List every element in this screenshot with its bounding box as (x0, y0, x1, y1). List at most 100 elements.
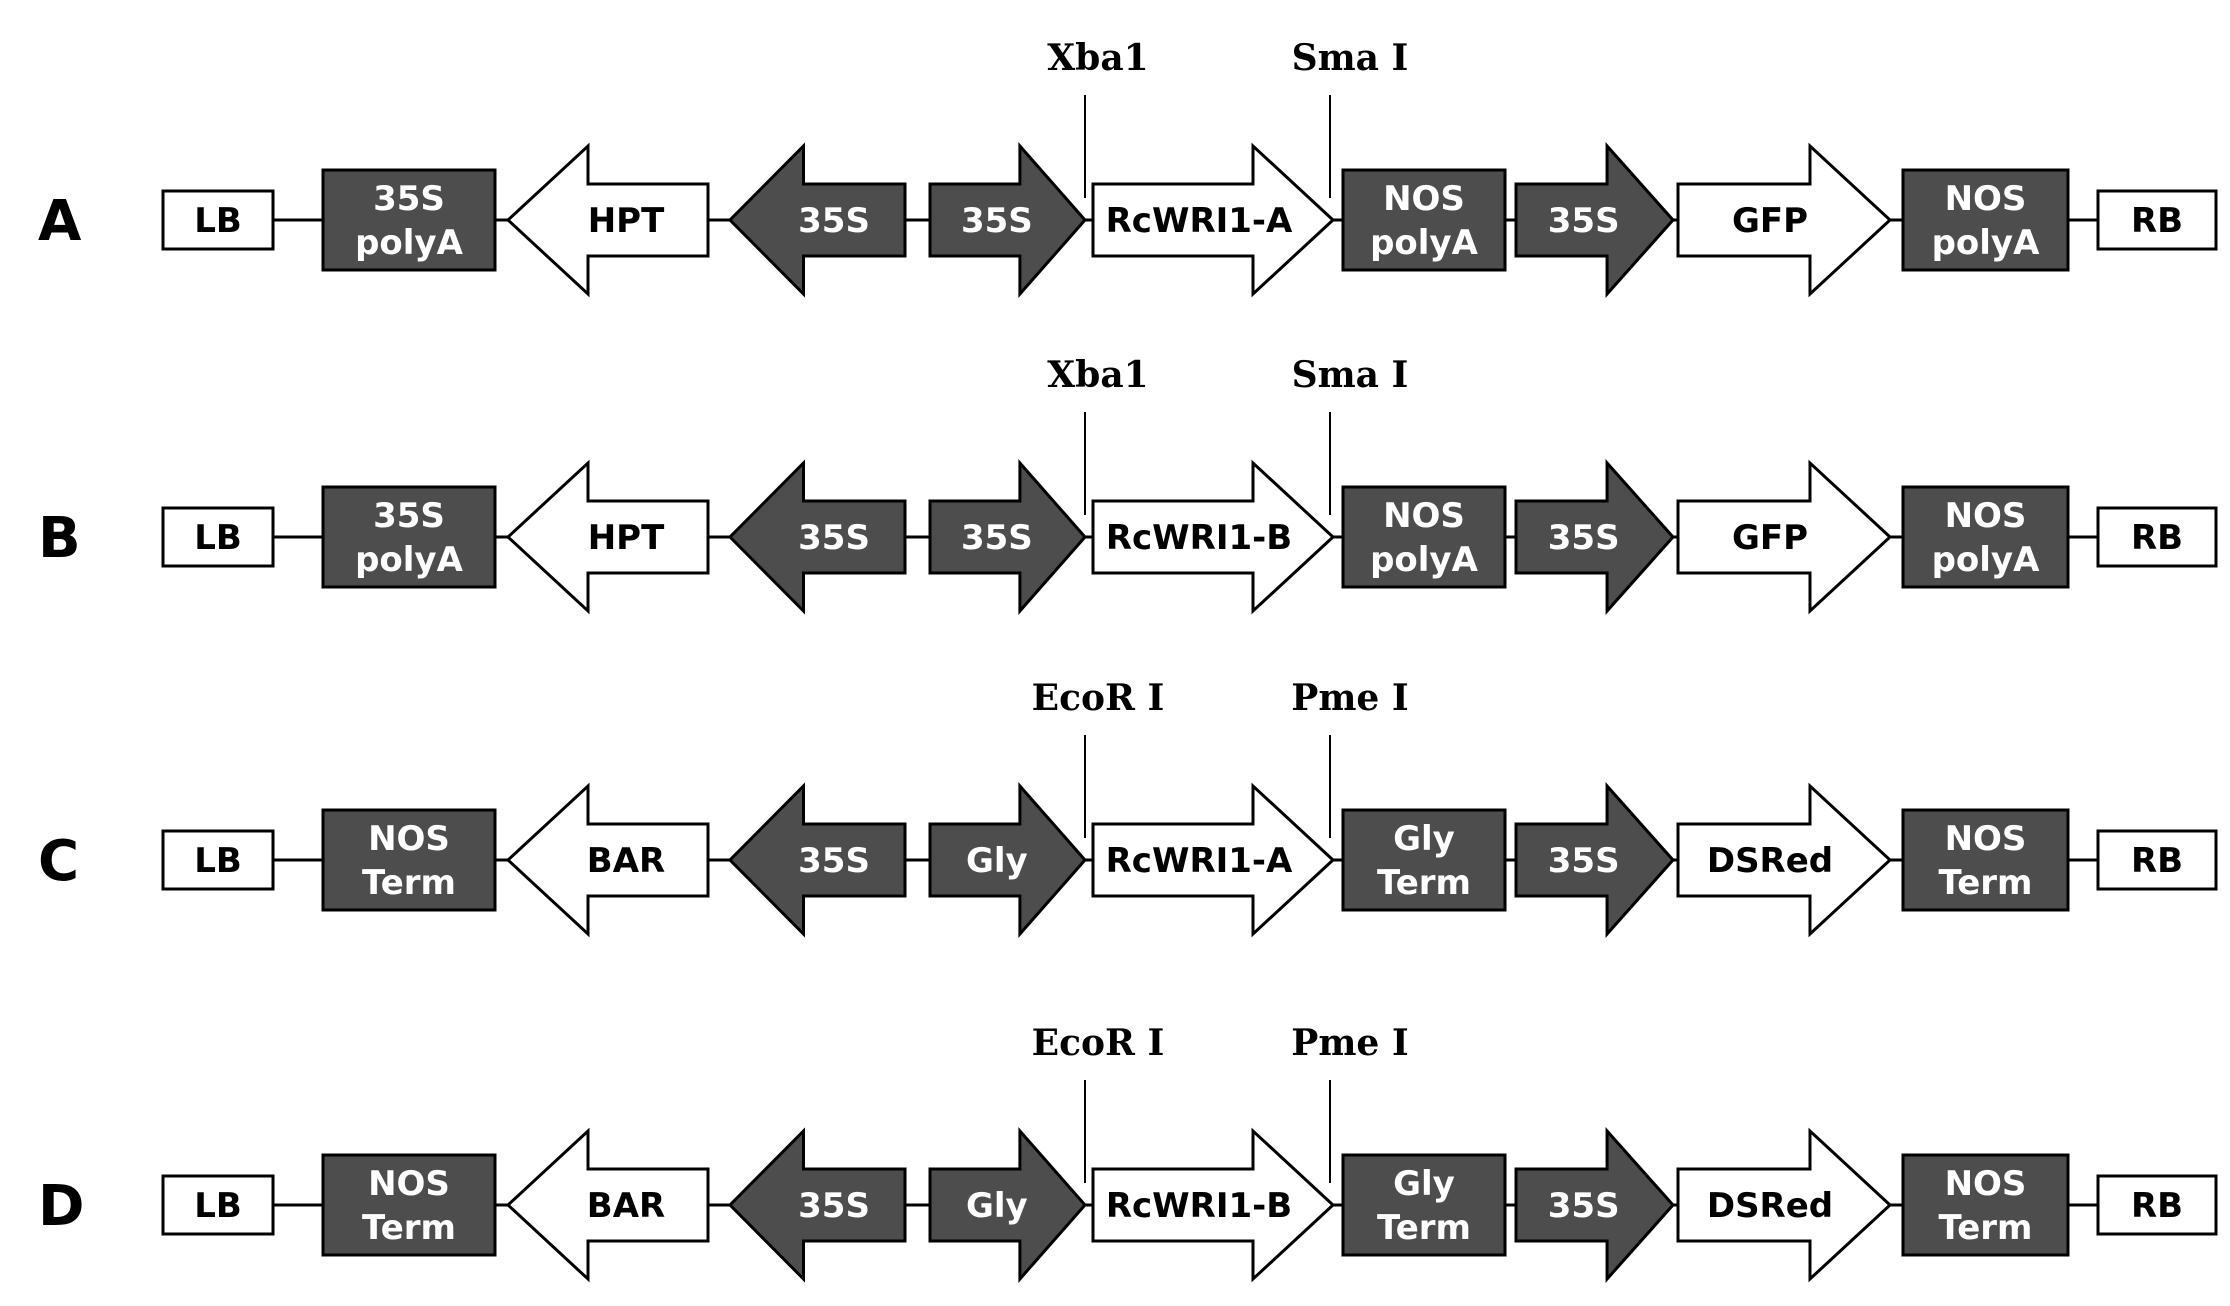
element-arrow (1514, 459, 1676, 615)
element-box (161, 829, 275, 891)
element-label: Gly (966, 1186, 1028, 1226)
restriction-site-label: Pme I (1291, 677, 1408, 719)
element-label: 35S (1548, 841, 1620, 881)
element-label: Term (1939, 1208, 2033, 1248)
element-label: NOS (1945, 496, 2027, 536)
element-label: Term (1939, 863, 2033, 903)
element-label: Term (362, 1208, 456, 1248)
element-box (1901, 1153, 2070, 1257)
element-label: LB (194, 841, 242, 881)
restriction-site-label: Sma I (1292, 37, 1409, 79)
element-label: RcWRI1-A (1106, 201, 1293, 241)
element-box (2096, 506, 2218, 568)
element-box (321, 1153, 497, 1257)
element-arrow (1676, 142, 1893, 298)
restriction-site-label: Sma I (1292, 354, 1409, 396)
element-box (321, 168, 497, 272)
element-label: Term (1377, 863, 1471, 903)
element-box (1901, 485, 2070, 589)
restriction-site-label: Xba1 (1047, 354, 1148, 396)
element-label: DSRed (1707, 1186, 1833, 1226)
element-label: 35S (373, 179, 445, 219)
element-label: 35S (1548, 1186, 1620, 1226)
element-arrow (505, 459, 710, 615)
element-box (1341, 168, 1507, 272)
element-arrow (505, 782, 710, 938)
element-label: 35S (373, 496, 445, 536)
element-arrow (727, 459, 907, 615)
element-label: 35S (1548, 518, 1620, 558)
element-label: NOS (1383, 179, 1465, 219)
element-arrow (928, 142, 1087, 298)
element-label: 35S (961, 201, 1033, 241)
restriction-site-label: EcoR I (1032, 1022, 1165, 1064)
element-arrow (1514, 782, 1676, 938)
element-label: RB (2131, 201, 2183, 241)
element-label: RcWRI1-B (1106, 1186, 1292, 1226)
element-label: Term (1377, 1208, 1471, 1248)
element-label: polyA (1370, 540, 1479, 580)
element-box (1341, 1153, 1507, 1257)
element-arrow (928, 1127, 1087, 1283)
construct-label: D (38, 1174, 84, 1239)
element-box (321, 485, 497, 589)
element-label: BAR (587, 1186, 665, 1226)
element-label: LB (194, 201, 242, 241)
restriction-site-label: Xba1 (1047, 37, 1148, 79)
element-label: NOS (1945, 819, 2027, 859)
element-label: HPT (588, 518, 665, 558)
element-box (2096, 1174, 2218, 1236)
element-arrow (1676, 782, 1893, 938)
element-label: NOS (368, 819, 450, 859)
element-label: GFP (1732, 518, 1808, 558)
element-label: 35S (1548, 201, 1620, 241)
element-arrow (1091, 1127, 1336, 1283)
element-arrow (1091, 142, 1336, 298)
element-label: NOS (1383, 496, 1465, 536)
element-arrow (1676, 1127, 1893, 1283)
element-label: RcWRI1-A (1106, 841, 1293, 881)
element-box (1901, 808, 2070, 912)
element-arrow (505, 142, 710, 298)
element-label: Gly (966, 841, 1028, 881)
element-box (1341, 485, 1507, 589)
element-label: NOS (1945, 1164, 2027, 1204)
construct-label: C (38, 829, 79, 894)
element-box (161, 1174, 275, 1236)
element-arrow (727, 1127, 907, 1283)
element-arrow (1091, 782, 1336, 938)
element-label: 35S (961, 518, 1033, 558)
element-label: Gly (1393, 819, 1455, 859)
element-label: RB (2131, 841, 2183, 881)
element-arrow (1091, 459, 1336, 615)
construct-label: B (38, 506, 81, 571)
element-arrow (928, 459, 1087, 615)
element-box (2096, 189, 2218, 251)
construct-label: A (38, 189, 82, 254)
element-label: polyA (355, 223, 464, 263)
element-label: DSRed (1707, 841, 1833, 881)
element-label: RB (2131, 518, 2183, 558)
element-arrow (928, 782, 1087, 938)
element-label: LB (194, 518, 242, 558)
element-label: NOS (368, 1164, 450, 1204)
element-label: 35S (798, 518, 870, 558)
element-arrow (727, 142, 907, 298)
element-label: 35S (798, 841, 870, 881)
element-label: RB (2131, 1186, 2183, 1226)
element-box (2096, 829, 2218, 891)
element-label: 35S (798, 201, 870, 241)
element-label: NOS (1945, 179, 2027, 219)
element-label: 35S (798, 1186, 870, 1226)
element-arrow (505, 1127, 710, 1283)
element-label: HPT (588, 201, 665, 241)
element-box (161, 506, 275, 568)
element-box (1341, 808, 1507, 912)
element-label: polyA (1932, 540, 2041, 580)
